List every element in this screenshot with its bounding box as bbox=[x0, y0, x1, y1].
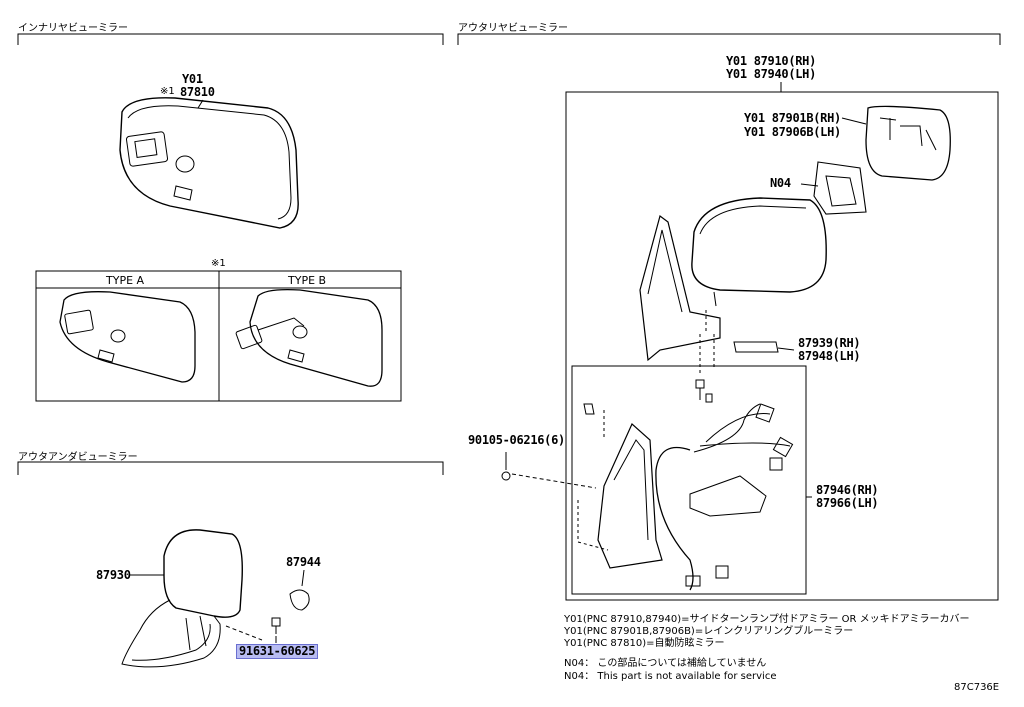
leader-87939 bbox=[777, 347, 795, 351]
note-line-3: Y01(PNC 87810)=自動防眩ミラー bbox=[564, 638, 725, 649]
type-a-drawing bbox=[59, 291, 196, 383]
n04-note-jp: N04： この部品については補給していません bbox=[564, 658, 767, 669]
type-a-label: TYPE A bbox=[106, 274, 145, 287]
inner-mirror-drawing bbox=[119, 97, 299, 229]
section-title-under: アウタアンダビューミラー bbox=[18, 452, 138, 463]
type-b-drawing bbox=[235, 288, 383, 387]
leader-87944 bbox=[301, 569, 305, 587]
part-label-87948[interactable]: 87948(LH) bbox=[798, 349, 861, 363]
section-title-inner: インナリヤビューミラー bbox=[18, 23, 128, 34]
leader-glass bbox=[841, 117, 867, 125]
figure-code: 87C736E bbox=[954, 682, 1000, 693]
part-label-87966[interactable]: 87966(LH) bbox=[816, 496, 879, 510]
outer-mirror-drawing bbox=[501, 105, 951, 591]
part-label-87910[interactable]: Y01 87910(RH) bbox=[726, 54, 817, 68]
note-line-2: Y01(PNC 87901B,87906B)=レインクリアリングブルーミラー bbox=[564, 626, 854, 637]
part-label-87944[interactable]: 87944 bbox=[286, 555, 321, 569]
footnote-mark: ※1 bbox=[160, 86, 175, 97]
outer-section-bracket bbox=[457, 33, 1001, 45]
part-label-90105[interactable]: 90105-06216(6) bbox=[468, 433, 565, 447]
inner-section-bracket bbox=[17, 33, 444, 45]
part-label-87906b[interactable]: Y01 87906B(LH) bbox=[744, 125, 841, 139]
note-line-1: Y01(PNC 87910,87940)=サイドターンランプ付ドアミラー OR … bbox=[564, 614, 970, 625]
part-label-87930[interactable]: 87930 bbox=[96, 568, 131, 582]
part-label-87939[interactable]: 87939(RH) bbox=[798, 336, 861, 350]
part-label-91631-highlighted[interactable]: 91631-60625 bbox=[236, 644, 319, 659]
section-title-outer: アウタリヤビューミラー bbox=[458, 23, 568, 34]
part-label-87810[interactable]: 87810 bbox=[180, 85, 215, 99]
part-label-87946[interactable]: 87946(RH) bbox=[816, 483, 879, 497]
under-section-bracket bbox=[17, 461, 444, 475]
type-table-mark: ※1 bbox=[211, 258, 226, 269]
n04-note-en: N04： This part is not available for serv… bbox=[564, 671, 777, 682]
under-mirror-drawing bbox=[121, 529, 310, 668]
part-label-87940[interactable]: Y01 87940(LH) bbox=[726, 67, 817, 81]
outer-assembly-box bbox=[565, 91, 999, 601]
leader-n04 bbox=[800, 183, 819, 187]
part-label-y01[interactable]: Y01 bbox=[182, 72, 203, 86]
part-label-87901b[interactable]: Y01 87901B(RH) bbox=[744, 111, 841, 125]
harness-subassembly-box bbox=[571, 365, 807, 595]
part-label-n04[interactable]: N04 bbox=[770, 176, 791, 190]
type-b-label: TYPE B bbox=[288, 274, 327, 287]
